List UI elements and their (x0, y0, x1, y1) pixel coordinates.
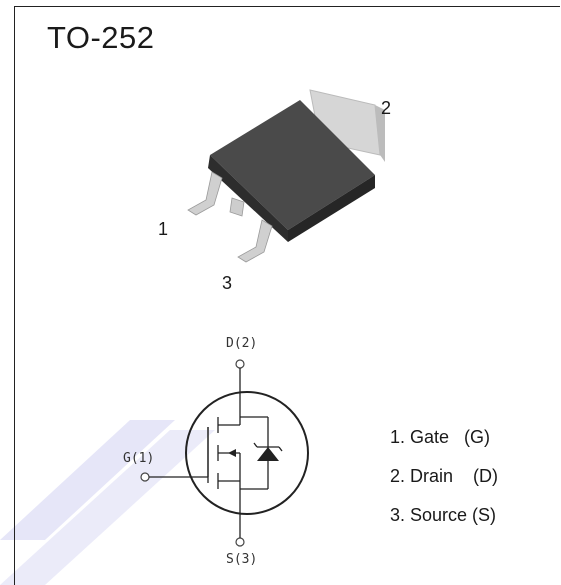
lead-3 (237, 219, 273, 263)
pin-2-label: 2 (381, 98, 392, 118)
legend-item-gate: 1. Gate (G) (390, 427, 491, 447)
source-terminal (235, 537, 245, 547)
lead-1 (187, 171, 223, 216)
package-title: TO-252 (47, 20, 155, 55)
legend-item-source: 3. Source (S) (390, 505, 497, 525)
drain-label: D(2) (226, 336, 257, 351)
package-illustration (187, 89, 385, 263)
package-side-face (288, 175, 375, 242)
package-top-face (210, 100, 375, 230)
drain-tab-edge (375, 105, 385, 162)
body-diode-triangle (257, 447, 279, 461)
lead-center-stub (229, 197, 245, 217)
channel-arrow (228, 449, 236, 457)
gate-terminal (140, 472, 150, 482)
mosfet-schematic: D(2) G(1) S(3) (123, 336, 309, 567)
pin-legend: 1. Gate (G) 2. Drain (D) 3. Source (S) (390, 418, 498, 535)
source-label: S(3) (226, 552, 257, 567)
pin-3-label: 3 (222, 273, 233, 293)
legend-item-drain: 2. Drain (D) (390, 466, 499, 486)
pin-1-label: 1 (158, 219, 169, 239)
mosfet-body-circle (185, 391, 309, 515)
package-front-face (208, 155, 288, 242)
gate-label: G(1) (123, 451, 154, 466)
drain-terminal (235, 359, 245, 369)
diagram-frame (14, 6, 560, 585)
